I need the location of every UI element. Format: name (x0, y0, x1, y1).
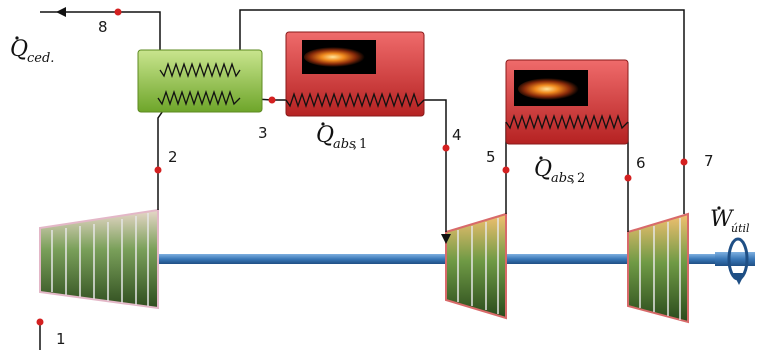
svg-text:Q: Q (10, 37, 28, 62)
state-dots (36, 8, 688, 326)
turbine-1 (445, 212, 507, 320)
state-dot-7 (680, 158, 688, 166)
state-dot-2 (154, 166, 162, 174)
state-label-1: 1 (56, 330, 66, 348)
state-dot-3 (268, 96, 276, 104)
combustor-1 (285, 31, 425, 117)
shaft (158, 254, 716, 264)
svg-text:abs: abs (551, 171, 574, 186)
useful-work-label: W útil (710, 206, 750, 235)
state-label-4: 4 (452, 126, 462, 144)
regenerator (137, 49, 263, 113)
shaft-end (715, 252, 755, 266)
state-label-6: 6 (636, 154, 646, 172)
svg-text:Q: Q (534, 157, 552, 182)
state-dot-6 (624, 174, 632, 182)
svg-text:abs: abs (333, 137, 356, 152)
turbine-2 (627, 212, 689, 324)
heat-absorbed-2-label: Q abs , 2 (534, 156, 585, 186)
combustor-2 (505, 59, 629, 145)
arrow-head-8 (56, 7, 66, 17)
state-label-8: 8 (98, 18, 108, 36)
state-label-5: 5 (486, 148, 496, 166)
arrow-head-4 (441, 234, 451, 244)
state-dot-4 (442, 144, 450, 152)
state-dot-1 (36, 318, 44, 326)
svg-text:ced.: ced. (27, 51, 54, 66)
compressor (39, 208, 159, 310)
state-dot-8 (114, 8, 122, 16)
svg-text:W: W (710, 207, 735, 232)
heat-absorbed-1-label: Q abs , 1 (316, 122, 367, 152)
state-label-3: 3 (258, 124, 268, 142)
state-label-2: 2 (168, 148, 178, 166)
svg-text:Q: Q (316, 123, 334, 148)
svg-text:1: 1 (359, 137, 367, 152)
svg-text:,: , (571, 171, 575, 186)
svg-text:2: 2 (577, 171, 585, 186)
state-dot-5 (502, 166, 510, 174)
svg-text:útil: útil (731, 222, 750, 235)
heat-rejected-label: Q ced. (10, 36, 54, 66)
rotation-arrow-icon (727, 237, 749, 285)
svg-text:,: , (353, 137, 357, 152)
state-label-7: 7 (704, 152, 714, 170)
